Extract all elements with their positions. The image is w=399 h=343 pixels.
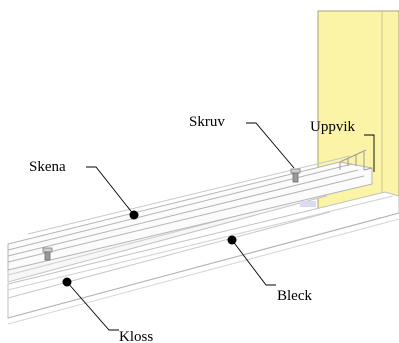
label-kloss: Kloss <box>119 329 153 343</box>
leader-kloss <box>62 277 119 331</box>
label-skena: Skena <box>29 159 66 175</box>
screw-left <box>42 247 53 261</box>
bleck-plate <box>7 191 399 325</box>
leader-uppvik <box>364 134 375 172</box>
leader-skena <box>86 166 139 220</box>
label-bleck: Bleck <box>277 288 312 304</box>
label-uppvik: Uppvik <box>310 119 356 135</box>
kloss-dot <box>62 277 72 287</box>
skena-dot <box>129 210 139 220</box>
leader-bleck <box>227 235 276 286</box>
bleck-dot <box>227 235 237 245</box>
label-skruv: Skruv <box>189 114 225 130</box>
leader-skruv <box>246 122 295 169</box>
screw-right <box>290 168 301 183</box>
